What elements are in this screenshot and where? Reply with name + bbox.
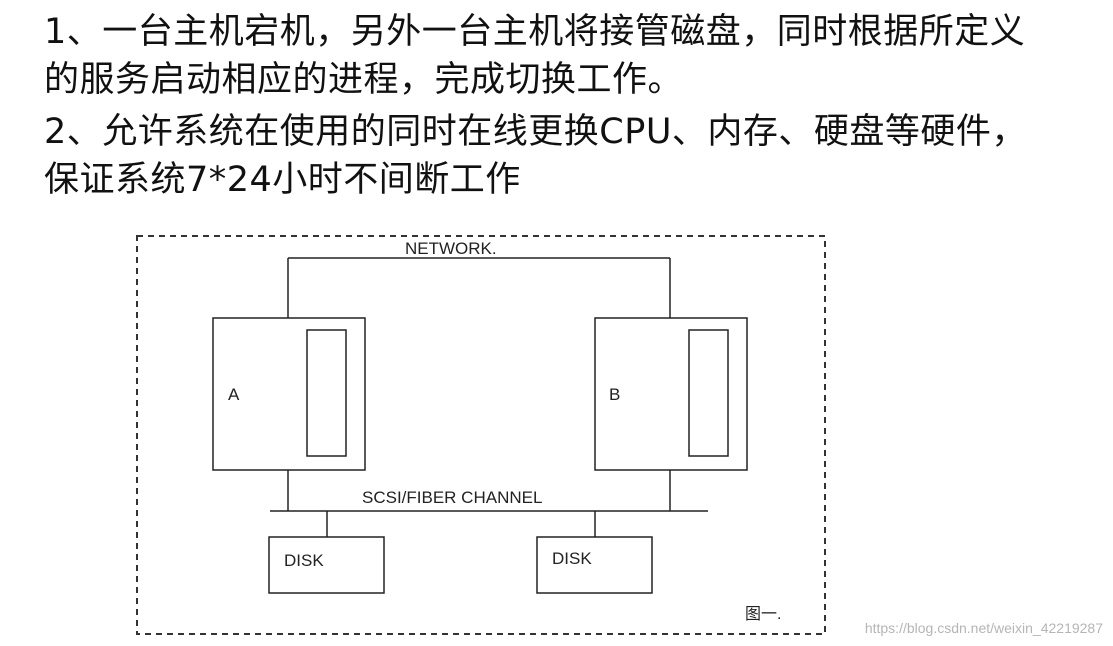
disk-1-label: DISK	[284, 551, 324, 570]
paragraph-2: 2、允许系统在使用的同时在线更换CPU、内存、硬盘等硬件， 保证系统7*24小时…	[44, 108, 1104, 204]
host-a-slot	[306, 329, 347, 457]
network-label: NETWORK.	[405, 239, 497, 258]
paragraph-1-line-1: 1、一台主机宕机，另外一台主机将接管磁盘，同时根据所定义	[44, 12, 1026, 52]
channel-label: SCSI/FIBER CHANNEL	[362, 488, 542, 507]
host-b-label: B	[609, 385, 620, 404]
host-b-slot	[688, 329, 729, 457]
paragraph-1-line-2: 的服务启动相应的进程，完成切换工作。	[44, 60, 684, 100]
paragraph-2-line-1: 2、允许系统在使用的同时在线更换CPU、内存、硬盘等硬件，	[44, 112, 1027, 152]
watermark-text: https://blog.csdn.net/weixin_42219287	[864, 620, 1103, 636]
diagram-dashed-frame	[136, 235, 826, 635]
disk-1-box	[268, 536, 385, 594]
disk-2-box	[536, 536, 653, 594]
paragraph-1: 1、一台主机宕机，另外一台主机将接管磁盘，同时根据所定义 的服务启动相应的进程，…	[44, 8, 1104, 104]
text-block: 1、一台主机宕机，另外一台主机将接管磁盘，同时根据所定义 的服务启动相应的进程，…	[44, 8, 1104, 208]
paragraph-2-line-2: 保证系统7*24小时不间断工作	[44, 160, 521, 200]
host-a-label: A	[228, 385, 240, 404]
figure-caption: 图一.	[745, 606, 781, 623]
disk-2-label: DISK	[552, 549, 592, 568]
